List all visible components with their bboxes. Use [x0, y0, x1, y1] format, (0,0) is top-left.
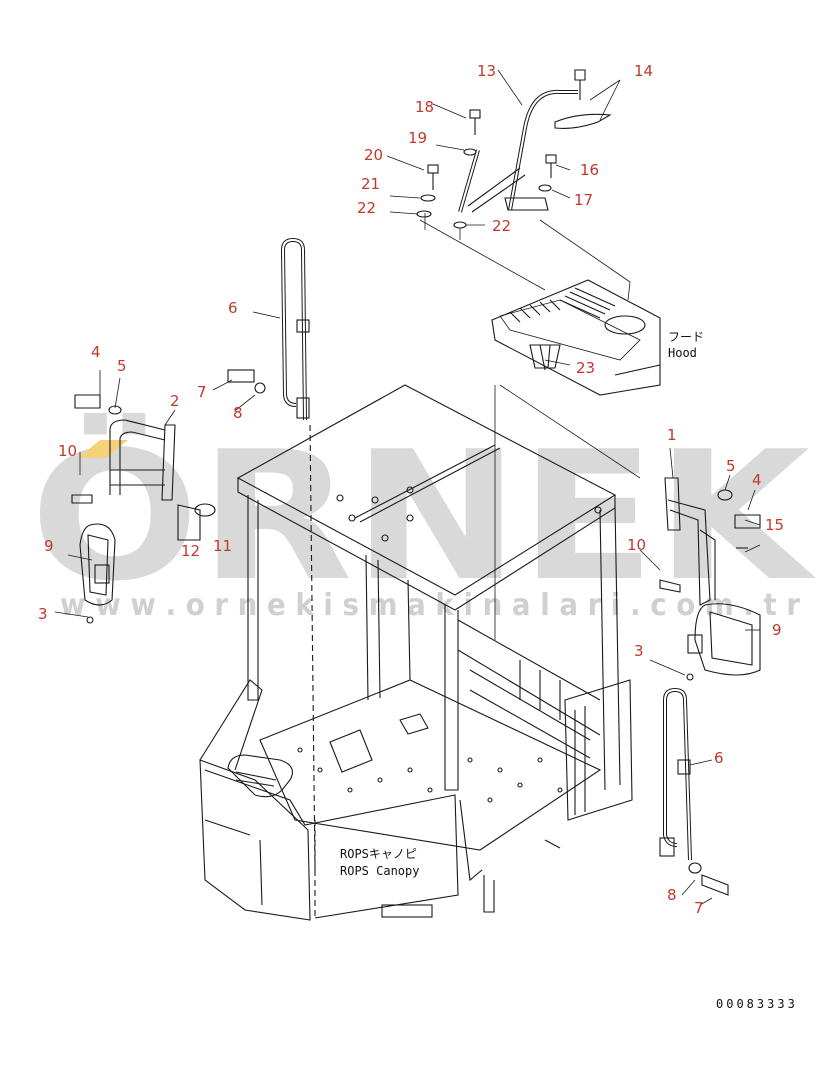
- hood-label-en: Hood: [668, 346, 697, 360]
- callout-11: 11: [213, 537, 232, 555]
- callout-10-right: 10: [627, 536, 646, 554]
- hood-assembly: [491, 279, 661, 396]
- callout-8-left: 8: [233, 404, 243, 422]
- drawing-number: 00083333: [716, 997, 798, 1011]
- callout-22-left: 22: [357, 199, 376, 217]
- callout-3-right: 3: [634, 642, 644, 660]
- grab-handle-15: [458, 69, 612, 213]
- callout-13: 15: [765, 516, 784, 534]
- callout-9-left: 9: [44, 537, 54, 555]
- callout-12: 12: [181, 542, 200, 560]
- callout-8-right: 8: [667, 886, 677, 904]
- callout-22-right: 22: [492, 217, 511, 235]
- callout-15: 13: [477, 62, 496, 80]
- hood-label-jp: フード: [668, 330, 704, 344]
- callout-4-left: 4: [91, 343, 101, 361]
- callout-5-right: 5: [726, 457, 736, 475]
- callout-2: 2: [170, 392, 180, 410]
- watermark: ÖRNEK w w w . o r n e k i s m a k i n a …: [30, 413, 817, 623]
- callout-3-left: 3: [38, 605, 48, 623]
- watermark-accent-icon: [78, 440, 128, 458]
- callout-6-right: 6: [714, 749, 724, 767]
- watermark-url: w w w . o r n e k i s m a k i n a l a r …: [60, 588, 800, 623]
- callout-19: 19: [408, 129, 427, 147]
- canopy-label-jp: ROPSキャノピ: [340, 847, 417, 861]
- callout-7-left: 7: [197, 383, 207, 401]
- callout-7-right: 7: [694, 899, 704, 917]
- left-grab-handle: [227, 237, 310, 421]
- line-art: [54, 69, 761, 921]
- callout-14: 14: [634, 62, 653, 80]
- callout-9-right: 9: [772, 621, 782, 639]
- left-mirror-assembly: [71, 394, 216, 624]
- right-grab-handle: [659, 687, 729, 896]
- callout-17: 17: [574, 191, 593, 209]
- part-labels: フード Hood ROPSキャノピ ROPS Canopy 00083333: [340, 330, 798, 1011]
- watermark-brand: ÖRNEK: [30, 413, 817, 620]
- callout-6-left: 6: [228, 299, 238, 317]
- callout-numbers: 13 14 18 19 20 16 21 17 22 22 6 23 4 5 7…: [38, 62, 784, 917]
- leader-lines: [54, 69, 761, 906]
- callout-18: 18: [415, 98, 434, 116]
- callout-16: 16: [580, 161, 599, 179]
- callout-21: 21: [361, 175, 380, 193]
- right-mirror-assembly: [659, 477, 761, 681]
- callout-10-left: 10: [58, 442, 77, 460]
- canopy-label-en: ROPS Canopy: [340, 864, 419, 878]
- callout-20: 20: [364, 146, 383, 164]
- callout-23: 23: [576, 359, 595, 377]
- callout-4-right: 4: [752, 471, 762, 489]
- rops-canopy: [199, 384, 633, 921]
- callout-5-left: 5: [117, 357, 127, 375]
- callout-1: 1: [667, 426, 677, 444]
